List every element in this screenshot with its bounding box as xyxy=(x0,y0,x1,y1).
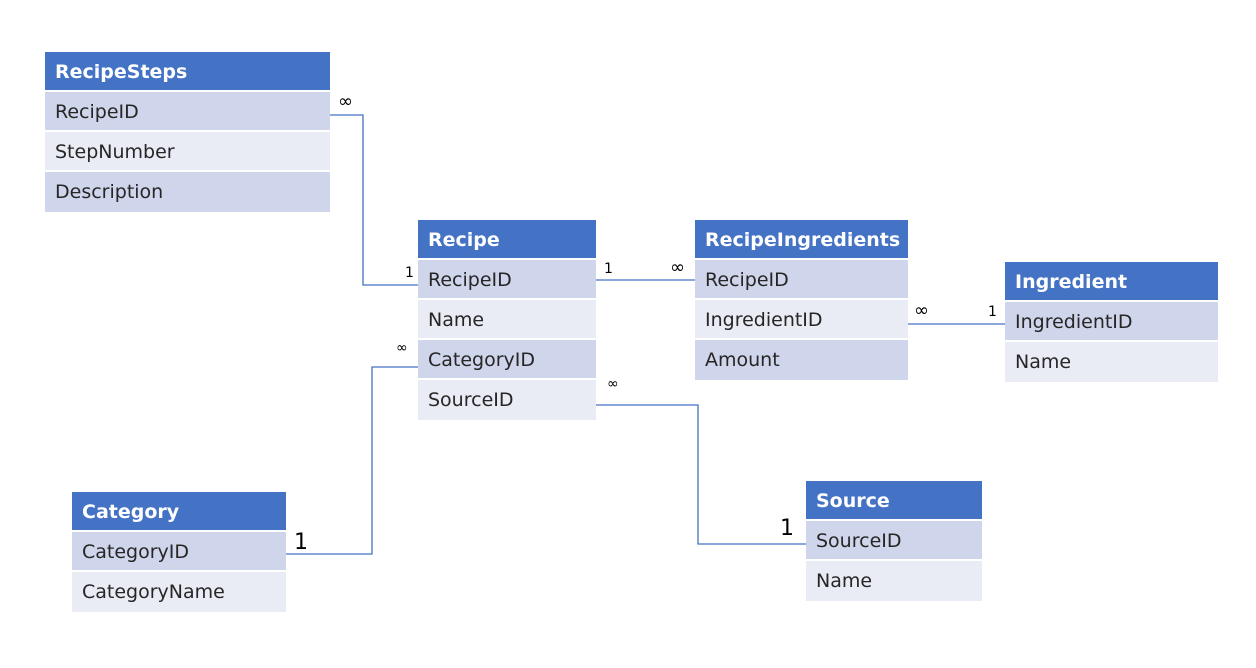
field-name[interactable]: Name xyxy=(418,300,596,340)
cardinality-many: ∞ xyxy=(607,376,619,392)
table-recipe[interactable]: Recipe RecipeID Name CategoryID SourceID xyxy=(418,220,596,420)
cardinality-many: ∞ xyxy=(670,257,685,278)
field-categoryid[interactable]: CategoryID xyxy=(72,532,286,572)
table-title: Category xyxy=(72,492,286,532)
cardinality-one: 1 xyxy=(294,530,308,555)
link-recipesteps-recipe xyxy=(330,114,418,286)
field-ingredientid[interactable]: IngredientID xyxy=(695,300,908,340)
table-source[interactable]: Source SourceID Name xyxy=(806,481,982,601)
field-recipeid[interactable]: RecipeID xyxy=(45,92,330,132)
cardinality-many: ∞ xyxy=(338,91,353,112)
cardinality-one: 1 xyxy=(604,261,613,277)
table-recipeingredients[interactable]: RecipeIngredients RecipeID IngredientID … xyxy=(695,220,908,380)
cardinality-one: 1 xyxy=(780,516,794,541)
table-ingredient[interactable]: Ingredient IngredientID Name xyxy=(1005,262,1218,382)
field-sourceid[interactable]: SourceID xyxy=(806,521,982,561)
field-recipeid[interactable]: RecipeID xyxy=(695,260,908,300)
table-title: RecipeSteps xyxy=(45,52,330,92)
field-recipeid[interactable]: RecipeID xyxy=(418,260,596,300)
field-amount[interactable]: Amount xyxy=(695,340,908,380)
table-category[interactable]: Category CategoryID CategoryName xyxy=(72,492,286,612)
table-title: Recipe xyxy=(418,220,596,260)
field-description[interactable]: Description xyxy=(45,172,330,212)
table-title: RecipeIngredients xyxy=(695,220,908,260)
cardinality-many: ∞ xyxy=(914,300,929,321)
field-categoryid[interactable]: CategoryID xyxy=(418,340,596,380)
table-recipesteps[interactable]: RecipeSteps RecipeID StepNumber Descript… xyxy=(45,52,330,212)
field-stepnumber[interactable]: StepNumber xyxy=(45,132,330,172)
field-categoryname[interactable]: CategoryName xyxy=(72,572,286,612)
table-title: Source xyxy=(806,481,982,521)
cardinality-one: 1 xyxy=(988,304,997,320)
link-recipe-source xyxy=(596,404,806,545)
table-title: Ingredient xyxy=(1005,262,1218,302)
cardinality-many: ∞ xyxy=(396,340,408,356)
field-ingredientid[interactable]: IngredientID xyxy=(1005,302,1218,342)
cardinality-one: 1 xyxy=(405,265,414,281)
link-recipe-category xyxy=(286,366,418,555)
field-name[interactable]: Name xyxy=(806,561,982,601)
field-name[interactable]: Name xyxy=(1005,342,1218,382)
field-sourceid[interactable]: SourceID xyxy=(418,380,596,420)
